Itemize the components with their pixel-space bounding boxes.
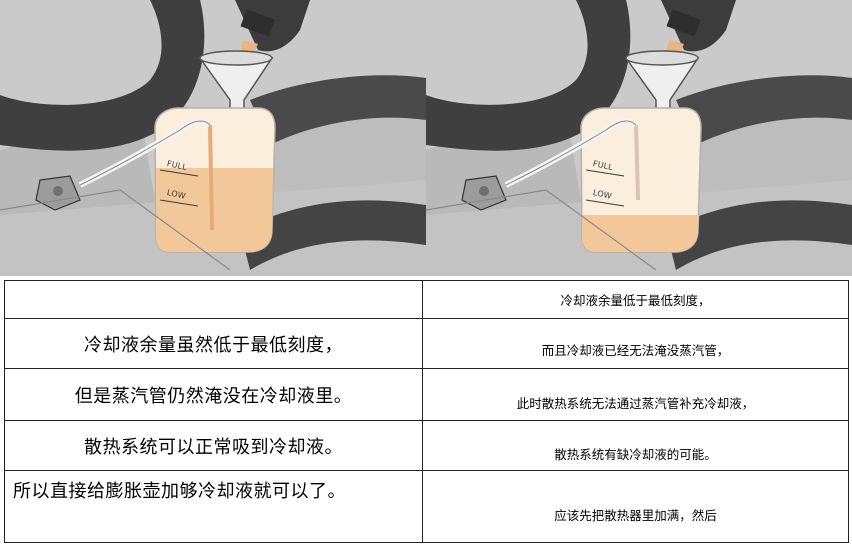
explanation-table: 冷却液余量低于最低刻度， 冷却液余量虽然低于最低刻度， 而且冷却液已经无法淹没蒸… xyxy=(4,280,849,543)
right-cell-text: 散热系统有缺冷却液的可能。 xyxy=(554,447,717,462)
right-cell-text: 而且冷却液已经无法淹没蒸汽管， xyxy=(541,343,730,358)
vapour-tube xyxy=(634,124,640,201)
right-cell: 散热系统有缺冷却液的可能。 xyxy=(422,420,849,471)
right-cell: 应该先把散热器里加满，然后 xyxy=(422,470,849,543)
table-row: 冷却液余量虽然低于最低刻度， 而且冷却液已经无法淹没蒸汽管， xyxy=(4,318,849,369)
table-row: 但是蒸汽管仍然淹没在冷却液里。 此时散热系统无法通过蒸汽管补充冷却液， xyxy=(4,368,849,421)
right-cell: 而且冷却液已经无法淹没蒸汽管， xyxy=(422,318,849,369)
lower-hose xyxy=(240,200,426,270)
illustration-tube-exposed: FULL LOW xyxy=(426,0,852,276)
right-cell: 冷却液余量低于最低刻度， xyxy=(422,280,849,319)
engine-bay-drawing xyxy=(0,0,426,276)
illustration-tube-submerged: FULL LOW xyxy=(0,0,426,276)
right-cell-text: 应该先把散热器里加满，然后 xyxy=(554,508,717,523)
left-cell: 所以直接给膨胀壶加够冷却液就可以了。 xyxy=(4,470,423,543)
right-cell: 此时散热系统无法通过蒸汽管补充冷却液， xyxy=(422,368,849,421)
table-row: 散热系统可以正常吸到冷却液。 散热系统有缺冷却液的可能。 xyxy=(4,420,849,471)
left-cell: 散热系统可以正常吸到冷却液。 xyxy=(4,420,423,471)
left-cell: 但是蒸汽管仍然淹没在冷却液里。 xyxy=(4,368,423,421)
left-cell: 冷却液余量虽然低于最低刻度， xyxy=(4,318,423,369)
left-cell xyxy=(4,280,423,319)
upper-hose xyxy=(426,0,631,151)
engine-bay-drawing xyxy=(426,0,852,276)
lower-hose xyxy=(666,200,852,270)
coolant-fill xyxy=(582,215,699,252)
table-row: 所以直接给膨胀壶加够冷却液就可以了。 应该先把散热器里加满，然后 xyxy=(4,470,849,543)
table-row: 冷却液余量低于最低刻度， xyxy=(4,280,849,319)
upper-hose xyxy=(0,0,205,151)
right-cell-text: 此时散热系统无法通过蒸汽管补充冷却液， xyxy=(516,396,755,411)
coolant-fill xyxy=(156,168,273,252)
vapour-tube xyxy=(208,124,214,231)
